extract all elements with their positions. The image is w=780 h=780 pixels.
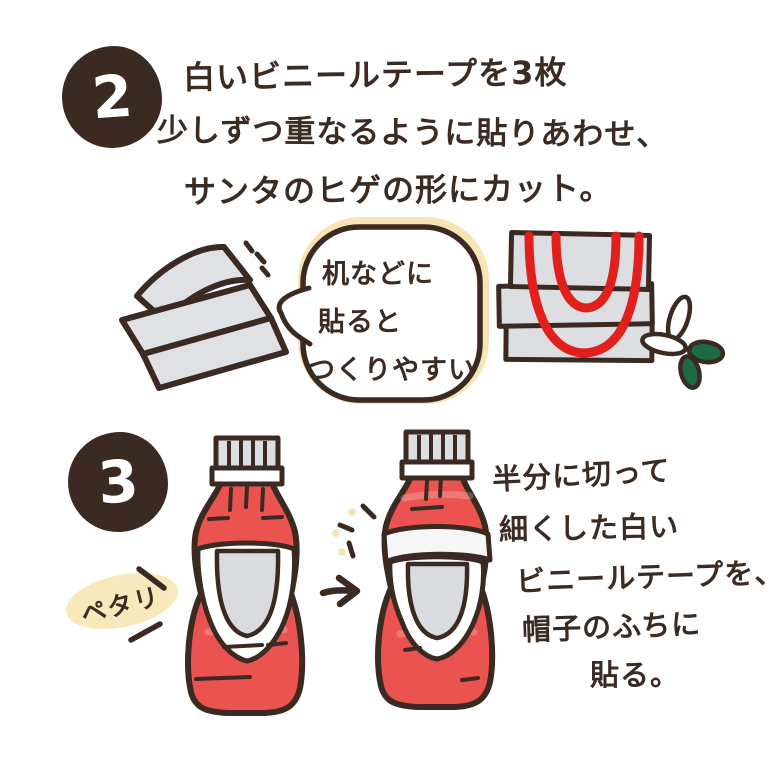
step-2-instruction-line-1: 白いビニールテープを3枚 bbox=[182, 53, 568, 97]
bubble-line-2: 貼ると bbox=[318, 307, 402, 338]
tape-strips bbox=[119, 243, 289, 391]
sparkle-marks bbox=[332, 503, 377, 559]
step-3-instruction-line-2: 細くした白い bbox=[498, 509, 680, 547]
bottle-after-cap-top bbox=[403, 429, 471, 466]
bottle-before-lower-dashes bbox=[194, 641, 288, 681]
bubble-line-1: 机などに bbox=[322, 259, 434, 290]
tape-strip-bottom bbox=[140, 315, 289, 391]
bottle-before bbox=[185, 435, 306, 716]
bottle-after-beard-shading bbox=[405, 561, 470, 641]
sfx-highlight bbox=[65, 572, 179, 630]
bottle-after-face-dashes bbox=[410, 476, 444, 511]
step-2-number: 2 bbox=[89, 61, 135, 133]
bottle-before-cap-ridges bbox=[227, 440, 267, 466]
bubble-line-3: つくりやすい bbox=[308, 355, 476, 386]
bottle-after-cap-band bbox=[399, 459, 475, 481]
beard-outline-inner bbox=[551, 231, 621, 313]
speech-bubble bbox=[276, 217, 489, 404]
scissors-blade-left bbox=[640, 331, 688, 357]
step-3-instruction-line-4: 帽子のふちに bbox=[521, 606, 702, 648]
bottle-after-cap-ridges bbox=[417, 434, 457, 460]
step-2-badge: 2 bbox=[62, 46, 162, 148]
step-3-instruction-line-5: 貼る。 bbox=[590, 658, 681, 692]
step-2-instruction-line-2: 少しずつ重なるように貼りあわせ、 bbox=[156, 112, 669, 154]
beard-outline-outer bbox=[524, 231, 644, 358]
step-2-instruction-line-3: サンタのヒゲの形にカット。 bbox=[183, 169, 613, 211]
scissors-icon bbox=[640, 294, 726, 390]
tape-sparkle-marks bbox=[243, 240, 271, 278]
bottle-before-beard-shading bbox=[214, 548, 281, 639]
scissors-handle-right bbox=[686, 339, 726, 365]
bottle-before-cap-top bbox=[213, 435, 281, 472]
step-3-badge: 3 bbox=[68, 432, 168, 532]
scissors-handle-down bbox=[678, 354, 702, 390]
speech-bubble-pointer bbox=[276, 285, 313, 347]
bottle-after-lower-dashes bbox=[403, 646, 480, 682]
step-3-number: 3 bbox=[95, 446, 141, 518]
beard-outline-marks bbox=[524, 231, 644, 358]
bottle-before-cap-band bbox=[209, 465, 285, 487]
sfx-emphasis-marks bbox=[128, 566, 167, 643]
bottle-after bbox=[375, 429, 496, 710]
bottle-before-face-dashes bbox=[207, 484, 284, 521]
arrow-icon bbox=[319, 574, 361, 608]
